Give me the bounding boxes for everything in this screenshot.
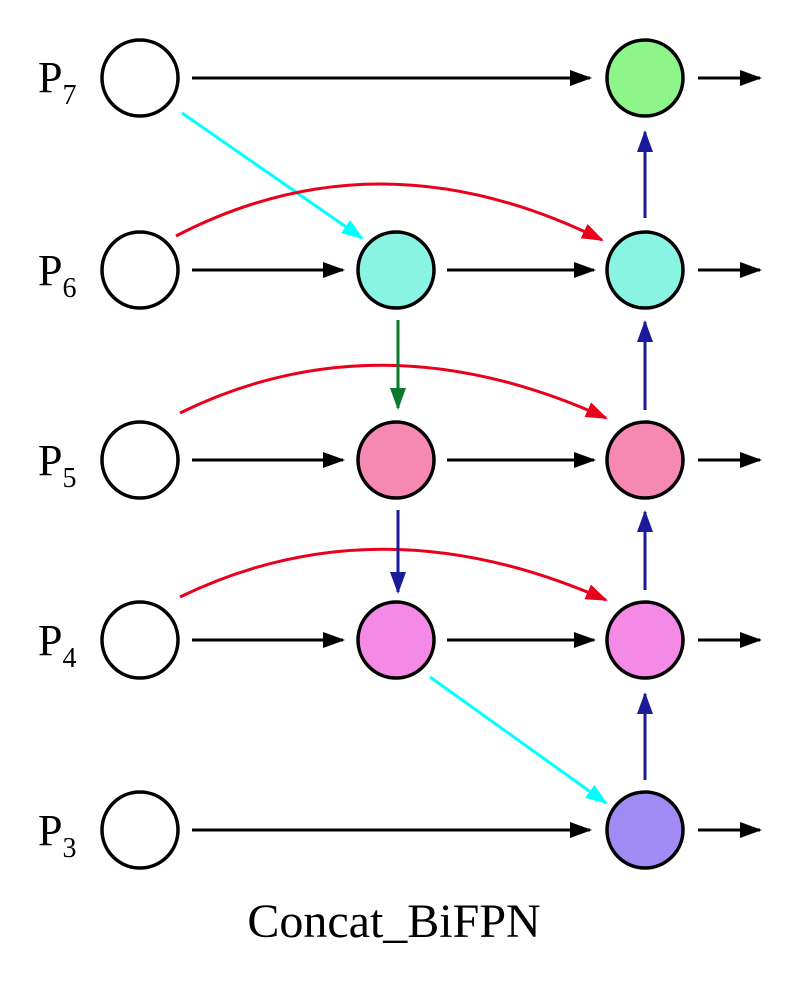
node-p3-in [100, 790, 180, 870]
node-p5-mid [356, 420, 436, 500]
node-p7-in [100, 38, 180, 118]
edge-p7-in-to-p6-mid [181, 111, 364, 240]
level-label-p5: P5 [38, 436, 76, 494]
nodes [100, 38, 685, 870]
level-label-p3: P3 [38, 806, 76, 864]
level-labels: P7 P6 P5 P4 P3 [38, 53, 76, 864]
node-p4-out [605, 600, 685, 680]
level-label-p6: P6 [38, 246, 76, 304]
node-p4-in [100, 600, 180, 680]
level-label-p7: P7 [38, 53, 76, 111]
level-label-p4: P4 [38, 616, 76, 674]
node-p4-mid [356, 600, 436, 680]
node-p3-out [605, 790, 685, 870]
node-p6-out [605, 230, 685, 310]
diagram-caption: Concat_BiFPN [247, 895, 540, 948]
node-p7-out [605, 38, 685, 118]
node-p6-in [100, 230, 180, 310]
edge-p4-in-to-p4-out-skip [179, 547, 608, 602]
edges [175, 70, 762, 838]
node-p5-in [100, 420, 180, 500]
node-p5-out [605, 420, 685, 500]
edge-p5-in-to-p5-out-skip [179, 363, 608, 420]
node-p6-mid [356, 230, 436, 310]
edge-p4-mid-to-p3-out [429, 675, 608, 805]
edge-p6-in-to-p6-out-skip [175, 182, 604, 242]
